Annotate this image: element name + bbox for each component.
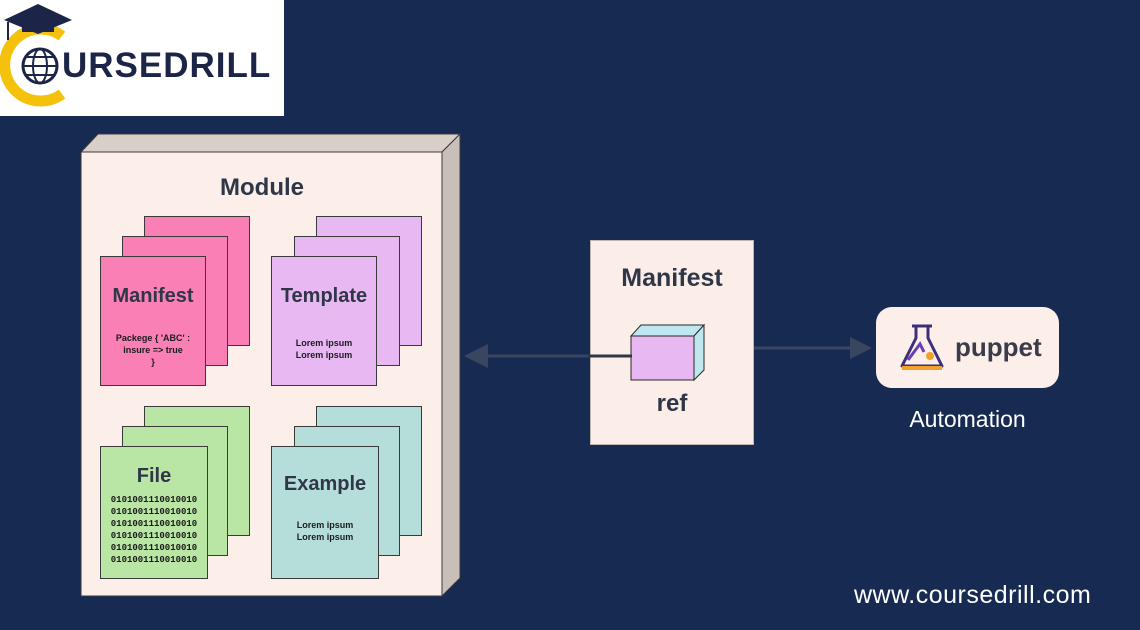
module-title: Module [220,174,304,201]
example-card-body: Lorem ipsum Lorem ipsum [296,520,354,542]
file-card-title: File [136,465,172,487]
binary-line: 0101001110010010 [110,543,198,553]
manifest-card-title: Manifest [112,285,194,307]
file-card: File 0101001110010010 0101001110010010 0… [100,446,208,579]
binary-line: 0101001110010010 [110,531,198,541]
graduation-cap-globe-icon [0,4,72,107]
puppet-badge [876,307,1059,388]
ref-connector-line [588,354,632,358]
template-card: Template Lorem ipsum Lorem ipsum [271,256,377,386]
puppet-flask-icon [900,324,944,370]
binary-line: 0101001110010010 [110,507,198,517]
arrow-to-module [464,344,592,368]
puppet-label: puppet [955,332,1042,362]
ref-label: ref [656,390,688,417]
manifest-card-body: Packege { 'ABC' : insure => true } [115,333,191,367]
template-card-title: Template [280,285,368,307]
automation-caption: Automation [909,406,1026,432]
binary-line: 0101001110010010 [110,555,198,565]
ref-panel-title: Manifest [621,264,723,292]
manifest-card: Manifest Packege { 'ABC' : insure => tru… [100,256,206,386]
website-url: www.coursedrill.com [854,581,1092,609]
ref-cube-icon [629,323,706,382]
logo-text: URSEDRILL [62,46,272,85]
template-card-body: Lorem ipsum Lorem ipsum [295,338,353,360]
arrow-to-puppet [754,337,872,359]
binary-line: 0101001110010010 [110,495,198,505]
example-card: Example Lorem ipsum Lorem ipsum [271,446,379,579]
binary-line: 0101001110010010 [110,519,198,529]
example-card-title: Example [283,473,367,495]
logo-box: URSEDRILL [0,0,284,116]
